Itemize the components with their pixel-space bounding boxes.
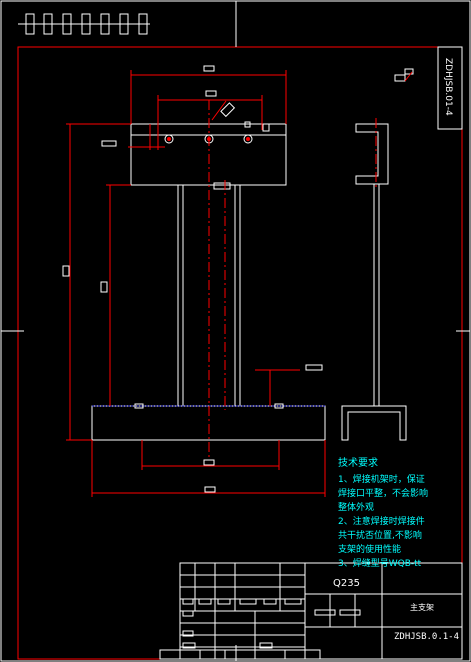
- note-line: 整体外观: [338, 503, 375, 513]
- note-line: 共干扰否位置,不影响: [338, 531, 422, 541]
- mount-hole: [164, 134, 174, 144]
- note-line: 3、焊缝型号WQB-tt: [338, 559, 422, 569]
- note-line: 焊接口平整，不会影响: [338, 489, 429, 499]
- drawing-code: ZDHJSB.0.1-4: [394, 632, 460, 642]
- roughness-symbol: [394, 68, 414, 82]
- centerlines: [208, 100, 226, 460]
- dimension-value-boxes: [62, 65, 323, 493]
- mount-hole: [243, 134, 253, 144]
- material-label: Q235: [333, 578, 360, 589]
- note-line: 支架的使用性能: [338, 545, 402, 555]
- weld-symbol: [244, 121, 270, 132]
- left-column: [177, 184, 184, 407]
- right-column: [234, 184, 241, 407]
- part-name: 主支架: [410, 603, 434, 612]
- code-box: [437, 46, 463, 130]
- note-line: 1、焊接机架时，保证: [338, 475, 425, 485]
- frame-tabs: [18, 13, 150, 35]
- code-vertical-text: ZDHJSB.01-4: [443, 58, 453, 116]
- notes-heading: 技术要求: [338, 458, 378, 469]
- dimension-lines: [66, 70, 326, 497]
- side-view: [341, 123, 407, 441]
- title-block: [159, 562, 463, 660]
- note-line: 2、注意焊接时焊接件: [338, 517, 425, 527]
